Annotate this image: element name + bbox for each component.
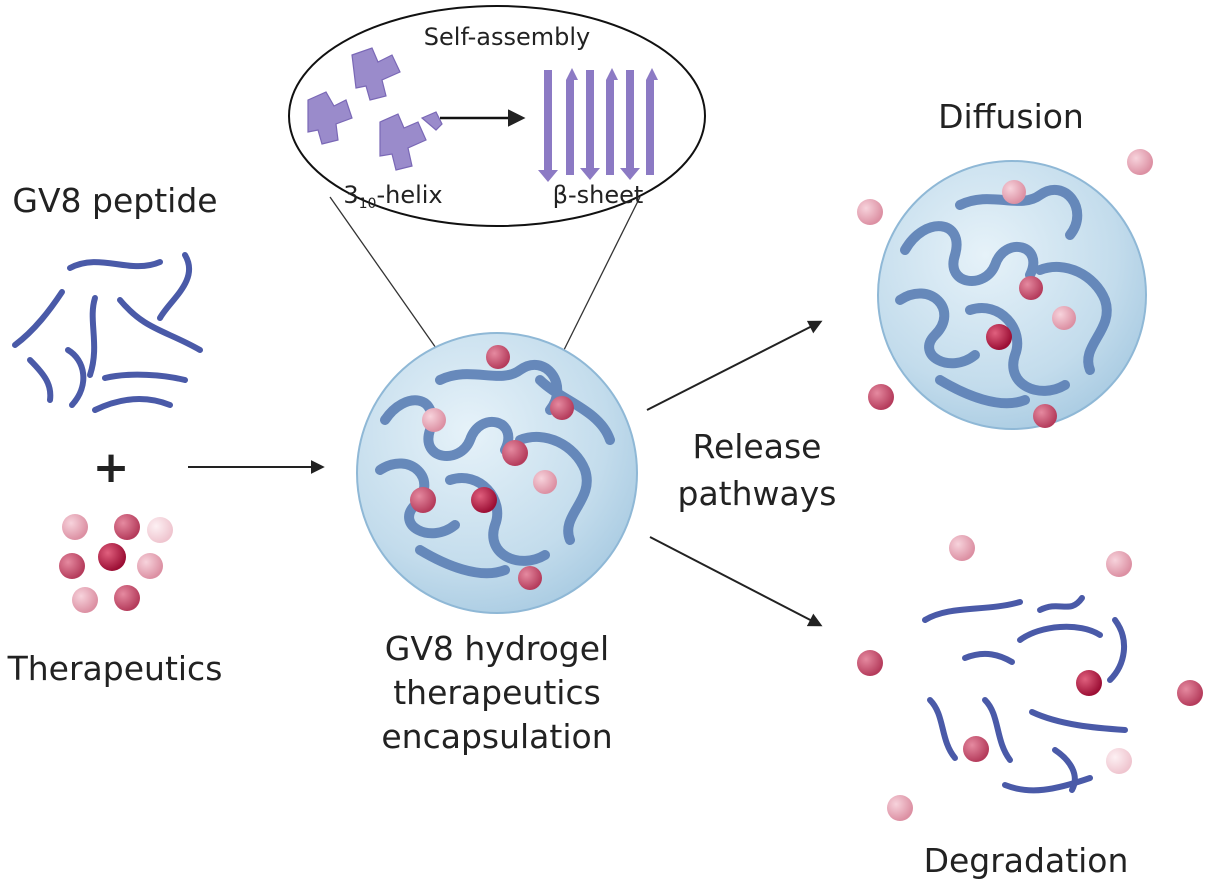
- hydrogel-sphere: [356, 332, 638, 614]
- therapeutics-cluster: [59, 514, 173, 613]
- degraded-peptides: [922, 595, 1128, 794]
- plus-sign: +: [93, 442, 130, 493]
- therapeutics-label: Therapeutics: [7, 649, 223, 688]
- degradation-label: Degradation: [924, 841, 1129, 880]
- gv8-peptide-label: GV8 peptide: [12, 181, 217, 220]
- peptide-strands: [12, 252, 203, 413]
- release-label-line2: pathways: [678, 474, 837, 513]
- zoom-lines: [329, 196, 641, 369]
- diffusion-sphere: [877, 160, 1147, 430]
- diffusion-arrow: [646, 320, 823, 411]
- degradation-therapeutics: [857, 535, 1203, 821]
- diffused-therapeutics: [857, 149, 1153, 410]
- self-assembly-label: Self-assembly: [424, 23, 590, 51]
- hydrogel-label-line2: therapeutics: [393, 673, 601, 712]
- helix-label: 310-helix: [343, 181, 442, 212]
- hydrogel-label-line3: encapsulation: [381, 717, 612, 756]
- beta-sheet-structure: [538, 68, 658, 182]
- release-label-line1: Release: [693, 427, 822, 466]
- diffusion-label: Diffusion: [938, 97, 1084, 136]
- beta-sheet-label: β-sheet: [553, 181, 644, 209]
- helix-structures: [307, 47, 443, 171]
- hydrogel-label-line1: GV8 hydrogel: [385, 629, 609, 668]
- degradation-arrow: [649, 536, 823, 627]
